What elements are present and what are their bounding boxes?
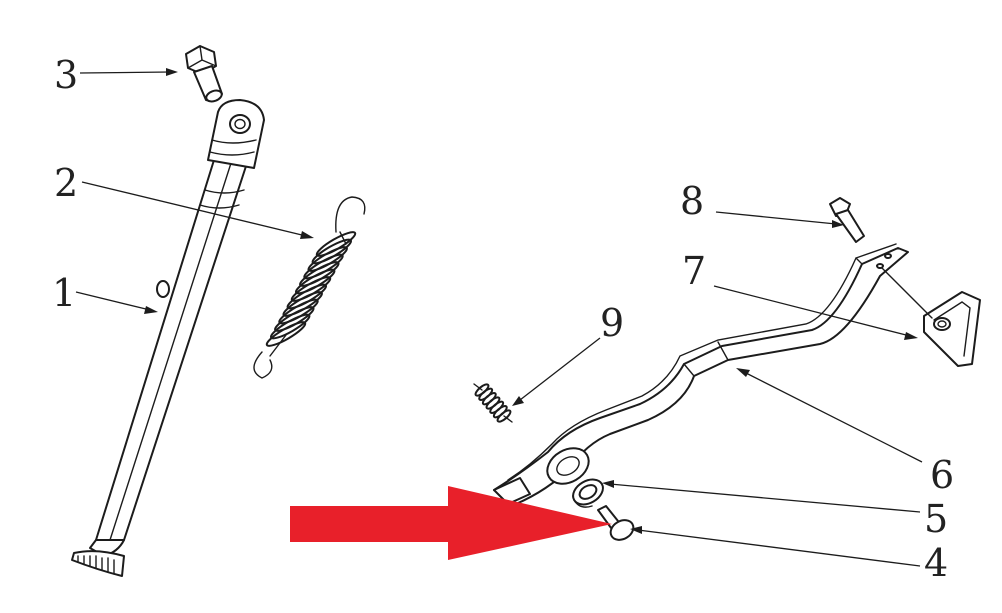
leader-lines: [75, 68, 923, 567]
pedal-pad: [881, 267, 981, 367]
pivot-bolt: [185, 45, 223, 103]
callout-labels: 1 2 3 4 5 6 7 8 9: [52, 53, 954, 585]
callout-9: 9: [600, 301, 624, 345]
callout-5: 5: [924, 497, 948, 541]
side-stand-leg: [71, 99, 265, 577]
callout-3: 3: [54, 53, 78, 97]
callout-8: 8: [680, 179, 704, 223]
callout-1: 1: [52, 271, 76, 315]
stand-spring: [253, 196, 366, 379]
small-spring: [473, 383, 513, 423]
small-spring-coil: [496, 409, 512, 423]
callout-2: 2: [54, 161, 78, 205]
callout-4: 4: [924, 541, 948, 585]
spring-coil: [265, 321, 307, 347]
red-pointer-arrow: [290, 486, 612, 560]
pivot-pin: [597, 505, 635, 541]
pad-bolt: [829, 197, 865, 243]
brake-pedal-arm: [493, 243, 909, 505]
bushing: [572, 478, 604, 508]
callout-6: 6: [930, 453, 954, 497]
callout-7: 7: [682, 249, 706, 293]
